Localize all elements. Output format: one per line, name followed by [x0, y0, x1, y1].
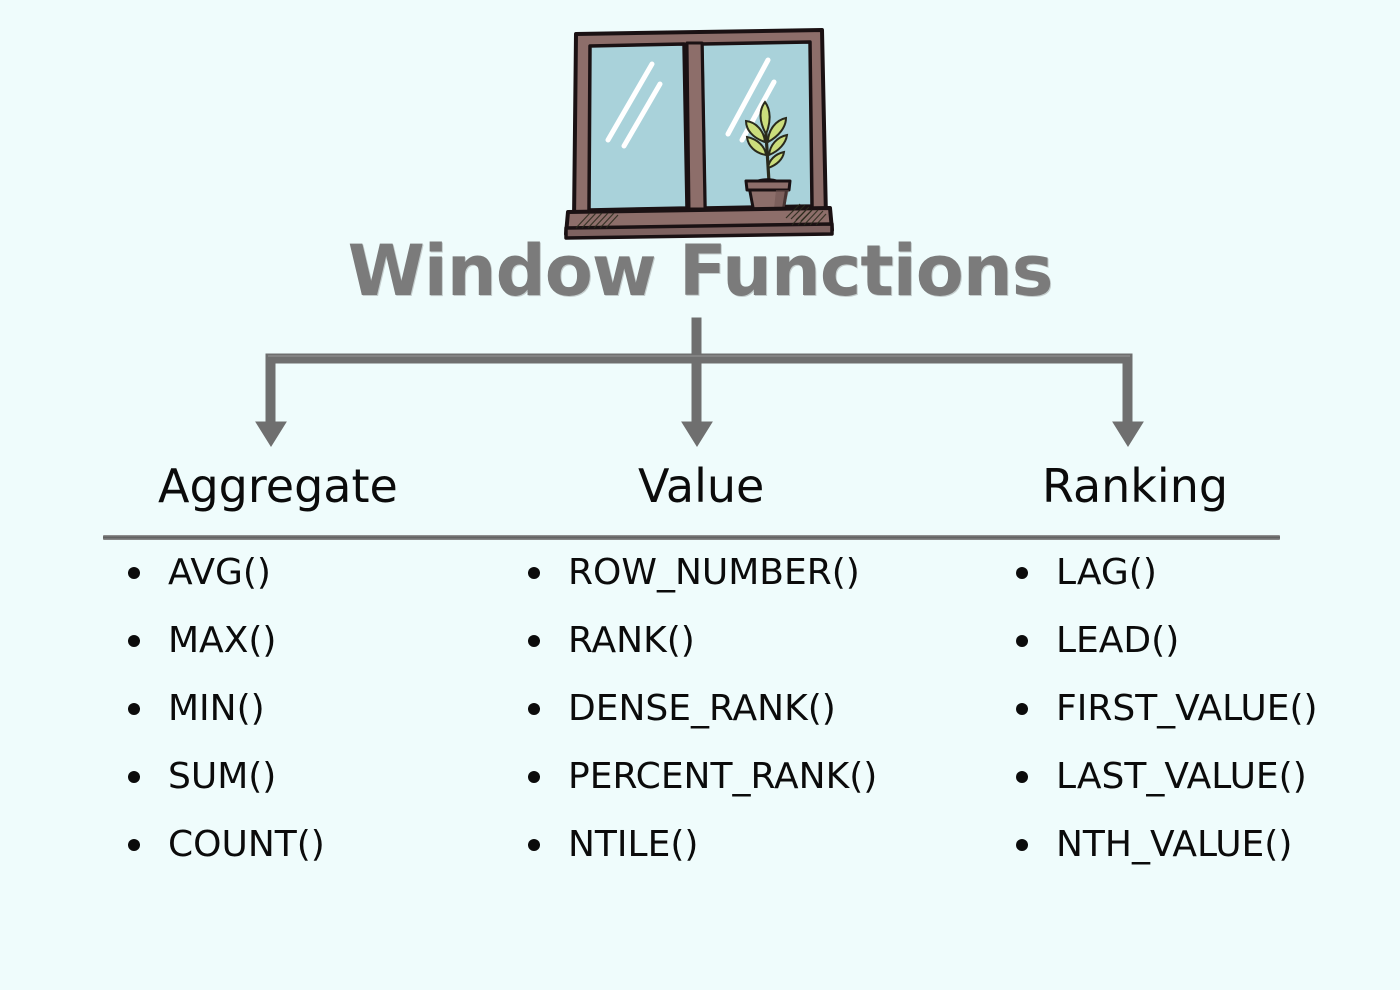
bullet-icon	[528, 703, 540, 715]
bullet-icon	[1016, 839, 1028, 851]
list-item: LEAD()	[1010, 623, 1318, 691]
list-item: MAX()	[122, 623, 325, 691]
hatching-detail-icon	[575, 212, 619, 229]
function-name: SUM()	[168, 756, 277, 797]
glass-highlight-icon	[605, 61, 663, 149]
category-headers: Aggregate Value Ranking	[0, 455, 1400, 540]
bullet-icon	[128, 635, 140, 647]
bullet-icon	[1016, 771, 1028, 783]
function-name: LAG()	[1056, 552, 1157, 593]
function-name: MAX()	[168, 620, 277, 661]
list-item: SUM()	[122, 759, 325, 827]
list-item: DENSE_RANK()	[522, 691, 877, 759]
list-item: LAST_VALUE()	[1010, 759, 1318, 827]
glass-highlight-icon	[725, 57, 777, 143]
function-name: NTH_VALUE()	[1056, 824, 1293, 865]
bullet-icon	[128, 703, 140, 715]
function-name: ROW_NUMBER()	[568, 552, 860, 593]
bullet-icon	[528, 635, 540, 647]
header-divider	[103, 535, 1280, 540]
function-name: LEAD()	[1056, 620, 1180, 661]
bullet-icon	[528, 567, 540, 579]
list-item: NTILE()	[522, 827, 877, 895]
page-title: Window Functions	[347, 230, 1054, 312]
category-header-aggregate: Aggregate	[158, 459, 398, 513]
window-with-plant-icon	[564, 28, 834, 240]
function-name: FIRST_VALUE()	[1056, 688, 1318, 729]
function-name: NTILE()	[568, 824, 699, 865]
list-item: MIN()	[122, 691, 325, 759]
window-illustration	[560, 22, 840, 242]
function-categories: Aggregate Value Ranking AVG() MAX() MIN(…	[0, 455, 1400, 925]
list-item: NTH_VALUE()	[1010, 827, 1318, 895]
function-name: RANK()	[568, 620, 695, 661]
bullet-icon	[528, 839, 540, 851]
bullet-icon	[128, 771, 140, 783]
function-list-ranking: LAG() LEAD() FIRST_VALUE() LAST_VALUE() …	[1010, 555, 1318, 895]
tree-connector-icon	[255, 317, 1144, 447]
list-item: RANK()	[522, 623, 877, 691]
bullet-icon	[128, 839, 140, 851]
list-item: AVG()	[122, 555, 325, 623]
function-list-value: ROW_NUMBER() RANK() DENSE_RANK() PERCENT…	[522, 555, 877, 895]
function-name: AVG()	[168, 552, 271, 593]
category-header-value: Value	[638, 459, 765, 513]
list-item: FIRST_VALUE()	[1010, 691, 1318, 759]
function-name: PERCENT_RANK()	[568, 756, 878, 797]
list-item: COUNT()	[122, 827, 325, 895]
bullet-icon	[128, 567, 140, 579]
category-header-ranking: Ranking	[1042, 459, 1229, 513]
bullet-icon	[528, 771, 540, 783]
potted-plant-icon	[744, 100, 792, 220]
list-item: LAG()	[1010, 555, 1318, 623]
function-name: LAST_VALUE()	[1056, 756, 1307, 797]
list-item: PERCENT_RANK()	[522, 759, 877, 827]
function-name: DENSE_RANK()	[568, 688, 836, 729]
bullet-icon	[1016, 635, 1028, 647]
list-item: ROW_NUMBER()	[522, 555, 877, 623]
bullet-icon	[1016, 567, 1028, 579]
function-name: MIN()	[168, 688, 265, 729]
connector-tree	[0, 310, 1400, 460]
pot-shadow-icon	[785, 203, 813, 222]
bullet-icon	[1016, 703, 1028, 715]
function-name: COUNT()	[168, 824, 325, 865]
function-list-aggregate: AVG() MAX() MIN() SUM() COUNT()	[122, 555, 325, 895]
